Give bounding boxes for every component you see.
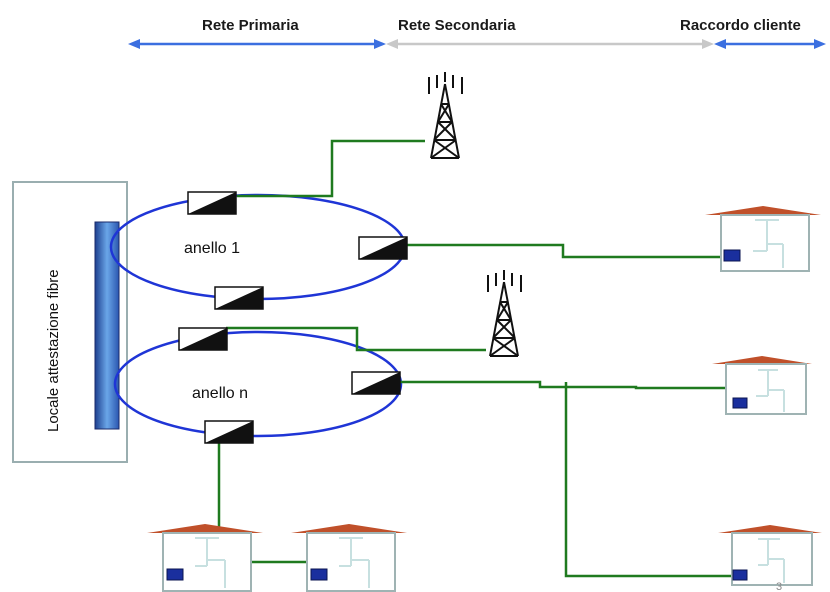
fiber-patch-panel: [94, 221, 120, 430]
fiber-link-house-3: [564, 382, 734, 578]
splitter-node: [187, 191, 237, 215]
header-secondary-label: Rete Secondaria: [398, 17, 516, 34]
page-number: 3: [776, 581, 782, 592]
secondary-span-arrow: [386, 39, 714, 49]
house-icon: [712, 356, 812, 415]
splitter-node: [204, 420, 254, 444]
splitter-node: [351, 371, 401, 395]
radio-tower-icon: [428, 72, 463, 159]
ring-n: [113, 330, 403, 438]
radio-tower-icon: [487, 270, 522, 357]
primary-span-arrow: [128, 39, 386, 49]
customer-span-arrow: [714, 39, 826, 49]
splitter-node: [214, 286, 264, 310]
house-icon: [291, 524, 407, 592]
splitter-node: [358, 236, 408, 260]
fiber-link-tower-2: [226, 326, 486, 352]
house-icon: [718, 525, 822, 586]
house-icon: [705, 206, 821, 272]
central-office-label: Locale attestazione fibre: [45, 269, 62, 432]
header-customer-label: Raccordo cliente: [680, 17, 801, 34]
fiber-links: [217, 139, 734, 578]
ring-n-label: anello n: [192, 385, 248, 402]
fiber-link-tower-1: [237, 139, 425, 198]
fiber-link-house-1: [405, 243, 720, 259]
splitter-node: [178, 327, 228, 351]
fiber-link-house-2: [400, 380, 734, 390]
house-icon: [147, 524, 263, 592]
header-primary-label: Rete Primaria: [202, 17, 299, 34]
ring-1-label: anello 1: [184, 240, 240, 257]
